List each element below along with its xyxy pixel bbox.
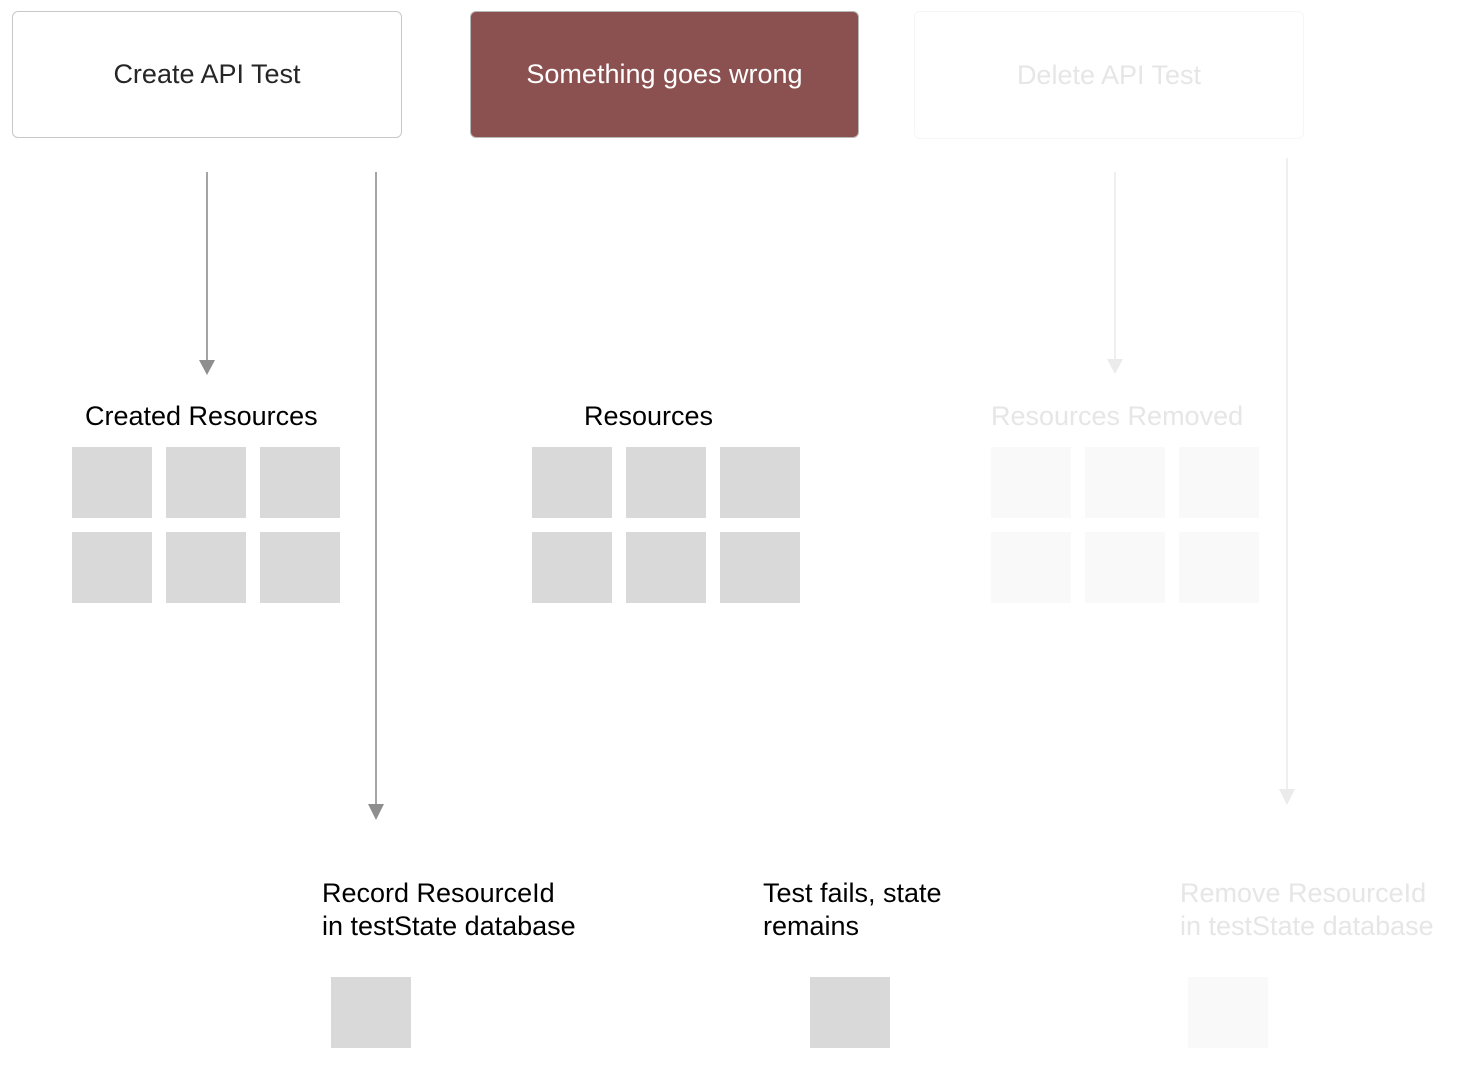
arrow-create-to-record <box>368 172 384 820</box>
resource-block <box>532 447 612 518</box>
remove-resourceid-note: Remove ResourceId in testState database <box>1180 877 1434 943</box>
resource-block <box>72 532 152 603</box>
resource-block <box>720 447 800 518</box>
record-note-line-1: Record ResourceId <box>322 878 555 908</box>
resource-block <box>532 532 612 603</box>
resource-block <box>626 532 706 603</box>
resource-block <box>720 532 800 603</box>
create-api-test-label: Create API Test <box>113 59 301 89</box>
something-goes-wrong-label: Something goes wrong <box>526 59 803 89</box>
fails-note-line-2: remains <box>763 911 860 941</box>
fails-note-line-1: Test fails, state <box>763 878 942 908</box>
resource-block <box>166 447 246 518</box>
resource-block <box>1085 447 1165 518</box>
resources-removed-grid <box>991 447 1259 603</box>
record-resourceid-note: Record ResourceId in testState database <box>322 877 576 943</box>
resource-block <box>260 447 340 518</box>
arrow-delete-to-removed <box>1107 172 1123 374</box>
resource-block <box>991 447 1071 518</box>
resource-block <box>1085 532 1165 603</box>
remaining-state-block <box>810 977 890 1048</box>
resources-label: Resources <box>584 401 714 431</box>
record-note-line-2: in testState database <box>322 911 576 941</box>
remove-note-line-2: in testState database <box>1180 911 1434 941</box>
created-resources-label: Created Resources <box>85 401 318 431</box>
resources-removed-label: Resources Removed <box>991 401 1244 431</box>
create-api-test-box: Create API Test <box>12 11 402 138</box>
resource-block <box>1179 532 1259 603</box>
remove-note-line-1: Remove ResourceId <box>1180 878 1427 908</box>
arrow-delete-to-remove-record <box>1279 158 1295 805</box>
removed-state-block <box>1188 977 1268 1048</box>
created-resources-grid <box>72 447 340 603</box>
resources-grid <box>532 447 800 603</box>
delete-api-test-label: Delete API Test <box>1016 59 1202 90</box>
resource-block <box>260 532 340 603</box>
record-state-block <box>331 977 411 1048</box>
arrow-create-to-resources <box>199 172 215 375</box>
resource-block <box>1179 447 1259 518</box>
resource-block <box>991 532 1071 603</box>
resource-block <box>72 447 152 518</box>
resource-block <box>166 532 246 603</box>
resource-block <box>626 447 706 518</box>
something-goes-wrong-box: Something goes wrong <box>470 11 859 138</box>
delete-api-test-box: Delete API Test <box>914 11 1304 139</box>
test-fails-note: Test fails, state remains <box>763 877 942 943</box>
